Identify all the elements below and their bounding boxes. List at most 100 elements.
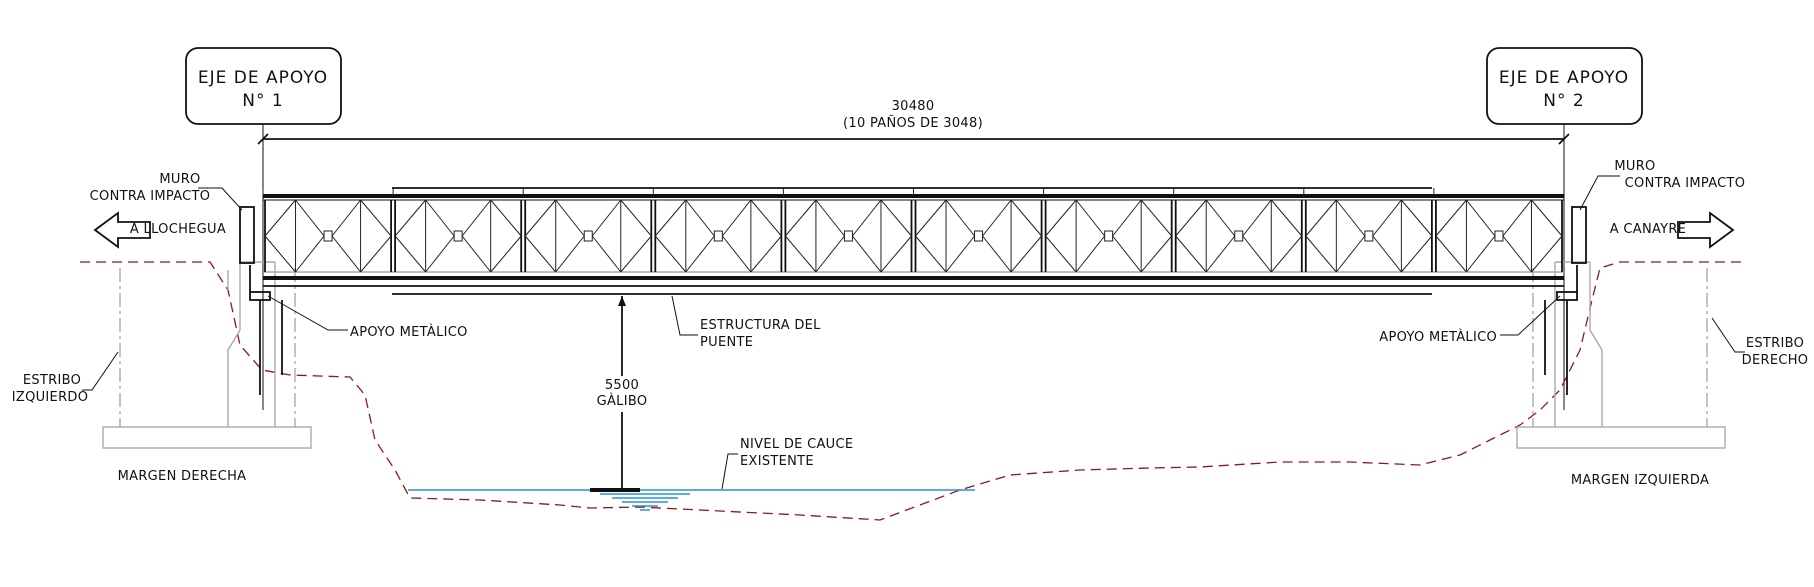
panel-diagonal <box>1305 235 1337 273</box>
wall-right-leader <box>1579 175 1620 211</box>
panel-diagonal <box>1075 235 1106 273</box>
panel-diagonal <box>1112 235 1142 273</box>
panel-diagonal <box>1531 235 1563 273</box>
abutment-left-label-2: IZQUIERDO <box>12 390 89 405</box>
panel-node <box>1234 230 1244 242</box>
panel-diagonal <box>1502 199 1532 237</box>
panel-diagonal <box>1305 199 1337 237</box>
panel-diagonal <box>394 199 427 237</box>
panel-diagonal <box>1400 235 1433 273</box>
span-total: 30480 <box>892 99 935 114</box>
direction-right: A CANAYRE <box>1610 222 1687 237</box>
panel-diagonal <box>1140 199 1173 237</box>
wall-left-label-1: MURO <box>159 172 200 187</box>
panel-diagonal <box>524 235 557 273</box>
panel-diagonal <box>654 199 687 237</box>
panel-diagonal <box>425 235 455 273</box>
panel-diagonal <box>591 199 622 237</box>
panel-diagonal <box>750 235 782 273</box>
panel-diagonal <box>1502 235 1532 273</box>
axis2-title: EJE DE APOYO <box>1499 68 1629 88</box>
panel-diagonal <box>852 199 882 237</box>
panel-diagonal <box>295 199 325 237</box>
panel-diagonal <box>331 235 361 273</box>
wall-left-label-2: CONTRA IMPACTO <box>90 189 211 204</box>
panel-diagonal <box>620 235 652 273</box>
support-right-label: APOYO METÀLICO <box>1379 329 1497 345</box>
panel-diagonal <box>685 235 715 273</box>
panel-diagonal <box>360 235 392 273</box>
panel-diagonal <box>982 199 1012 237</box>
panel-diagonal <box>1010 199 1042 237</box>
panel-diagonal <box>1372 235 1402 273</box>
panel-diagonal <box>490 235 522 273</box>
panel-diagonal <box>1466 199 1496 237</box>
panel-diagonal <box>1270 235 1303 273</box>
water-level <box>408 489 975 511</box>
axis-label-2: EJE DE APOYO N° 2 <box>1486 47 1643 125</box>
panel-diagonal <box>360 199 392 237</box>
panel-diagonal <box>1242 235 1272 273</box>
axis2-number: N° 2 <box>1543 91 1584 111</box>
panel-diagonal <box>945 235 975 273</box>
panel-diagonal <box>1372 199 1402 237</box>
panel-diagonal <box>685 199 715 237</box>
panel-diagonal <box>750 199 782 237</box>
panel-diagonal <box>880 199 912 237</box>
panel-diagonal <box>461 199 492 237</box>
panel-diagonal <box>1205 235 1236 273</box>
panel-diagonal <box>620 199 652 237</box>
panel-diagonal <box>1045 235 1077 273</box>
panel-diagonal <box>785 199 817 237</box>
wall-left-leader <box>198 187 243 211</box>
support-right <box>1544 265 1578 395</box>
panel-diagonal <box>815 199 845 237</box>
panel-node <box>974 230 984 242</box>
panel-diagonal <box>555 199 585 237</box>
ground-profile <box>80 261 1745 521</box>
panel-diagonal <box>654 235 687 273</box>
panel-diagonal <box>1045 199 1077 237</box>
structure-label-1: ESTRUCTURA DEL <box>700 318 821 333</box>
panel-diagonal <box>591 235 622 273</box>
abutment-left <box>102 261 312 449</box>
panel-diagonal <box>880 235 912 273</box>
clearance-dimension: 5500 GÀLIBO <box>590 296 649 492</box>
panel-diagonal <box>295 235 325 273</box>
clearance-label: GÀLIBO <box>597 393 648 409</box>
panel-node <box>323 230 333 242</box>
panel-diagonal <box>1175 199 1207 237</box>
panel-diagonal <box>915 199 947 237</box>
panel-diagonal <box>721 199 752 237</box>
axis-label-1: EJE DE APOYO N° 1 <box>185 47 342 125</box>
panel-diagonal <box>524 199 557 237</box>
panel-node <box>1364 230 1374 242</box>
abutment-right-label-1: ESTRIBO <box>1746 336 1804 351</box>
panel-diagonal <box>1435 235 1467 273</box>
panel-diagonal <box>721 235 752 273</box>
panel-diagonal <box>852 235 882 273</box>
panel-diagonal <box>1075 199 1106 237</box>
panel-node <box>1104 230 1114 242</box>
water-label-1: NIVEL DE CAUCE <box>740 437 853 452</box>
impact-wall-right <box>1571 206 1587 264</box>
axis1-number: N° 1 <box>242 91 283 111</box>
panel-diagonal <box>1531 199 1563 237</box>
span-dimension: 30480 (10 PAÑOS DE 3048) <box>257 99 1570 145</box>
direction-left: A LLOCHEGUA <box>130 222 226 237</box>
panel-diagonal <box>490 199 522 237</box>
panel-diagonal <box>1335 235 1366 273</box>
panel-diagonal <box>555 235 585 273</box>
panel-diagonal <box>1242 199 1272 237</box>
span-detail: (10 PAÑOS DE 3048) <box>843 115 983 131</box>
panel-node <box>843 230 853 242</box>
abutment-right-leader <box>1711 317 1745 353</box>
abutment-left-leader <box>82 351 119 391</box>
wall-right-label-1: MURO <box>1614 159 1655 174</box>
panel-node <box>1494 230 1504 242</box>
panel-diagonal <box>1112 199 1142 237</box>
wall-right-label-2: CONTRA IMPACTO <box>1625 176 1746 191</box>
abutment-left-label-1: ESTRIBO <box>23 373 81 388</box>
axis1-title: EJE DE APOYO <box>198 68 328 88</box>
